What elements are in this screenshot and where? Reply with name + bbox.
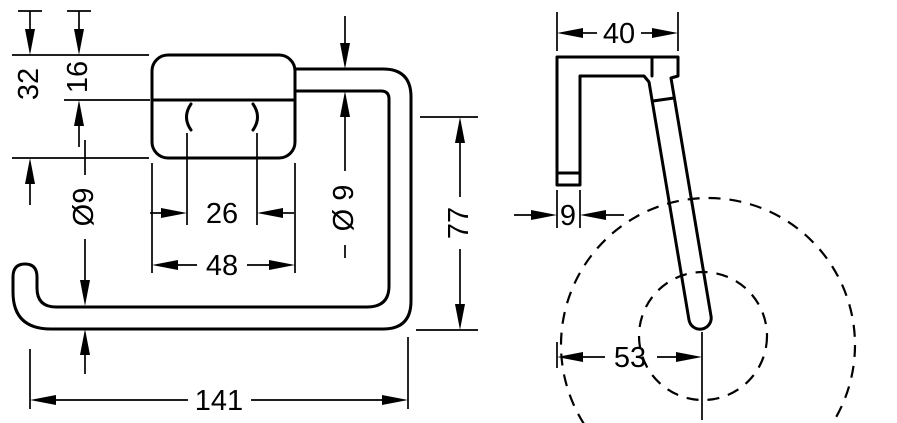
arrowhead-down-icon [340, 43, 350, 69]
arrowhead-right-icon [652, 28, 678, 38]
arrowhead-left-icon [580, 210, 606, 220]
dim-plate-height: 32 [12, 10, 149, 205]
arrowhead-up-icon [455, 117, 465, 143]
dim-label-141: 141 [195, 385, 243, 417]
arrowhead-down-icon [74, 29, 84, 55]
dim-rod-diameter-left: Ø9 [68, 140, 100, 374]
dim-top-to-bar: 16 [62, 10, 150, 147]
wall-plate [150, 53, 297, 160]
dim-hole-spacing: 26 [150, 133, 294, 230]
arrowhead-up-icon [74, 100, 84, 126]
screw-hole-mark-left [185, 102, 193, 132]
dim-label-26: 26 [206, 198, 238, 230]
dim-rod-diameter-right: Ø 9 [328, 16, 360, 258]
arrowhead-down-icon [25, 29, 35, 55]
roll-core-outline-dashed [637, 270, 769, 402]
side-view [555, 55, 857, 423]
dim-label-dia9-left: Ø9 [68, 188, 100, 227]
dim-plate-thickness: 9 [514, 190, 624, 232]
arrowhead-right-icon [676, 352, 702, 362]
arrowhead-left-icon [557, 28, 583, 38]
arrowhead-up-icon [80, 329, 90, 355]
arrowhead-right-icon [161, 208, 187, 218]
arrowhead-right-icon [382, 395, 408, 405]
dim-label-53: 53 [614, 342, 646, 374]
arrowhead-down-icon [80, 280, 90, 306]
rod-joint-line [651, 96, 676, 103]
label-backplate [69, 175, 99, 239]
dim-overall-width: 141 [29, 337, 409, 417]
dim-wall-to-roll-axis: 53 [556, 332, 703, 420]
dim-label-dia9-right: Ø 9 [328, 185, 360, 232]
arrowhead-down-icon [455, 304, 465, 330]
paper-roll-outline-dashed [559, 196, 857, 423]
label-backplate [329, 171, 359, 245]
dim-depth-top: 40 [556, 12, 679, 51]
dim-label-40: 40 [603, 18, 635, 50]
dim-overall-height: 77 [416, 116, 478, 331]
front-view [11, 53, 413, 331]
arrowhead-left-icon [557, 352, 583, 362]
arrowhead-right-icon [269, 260, 295, 270]
arrowhead-up-icon [25, 158, 35, 184]
arrowhead-left-icon [152, 260, 178, 270]
dim-plate-width: 48 [151, 163, 296, 282]
dim-label-9: 9 [560, 200, 576, 232]
arrowhead-right-icon [531, 210, 557, 220]
dim-label-32: 32 [13, 68, 45, 100]
arrowhead-left-icon [30, 395, 56, 405]
dim-label-16: 16 [62, 61, 94, 93]
arrowhead-left-icon [257, 208, 283, 218]
holder-arm-outline [11, 67, 413, 331]
arrowhead-up-icon [340, 91, 350, 117]
screw-hole-mark-right [251, 102, 259, 132]
side-profile-outline [555, 55, 713, 331]
dim-label-77: 77 [443, 207, 475, 239]
dim-label-48: 48 [206, 250, 238, 282]
